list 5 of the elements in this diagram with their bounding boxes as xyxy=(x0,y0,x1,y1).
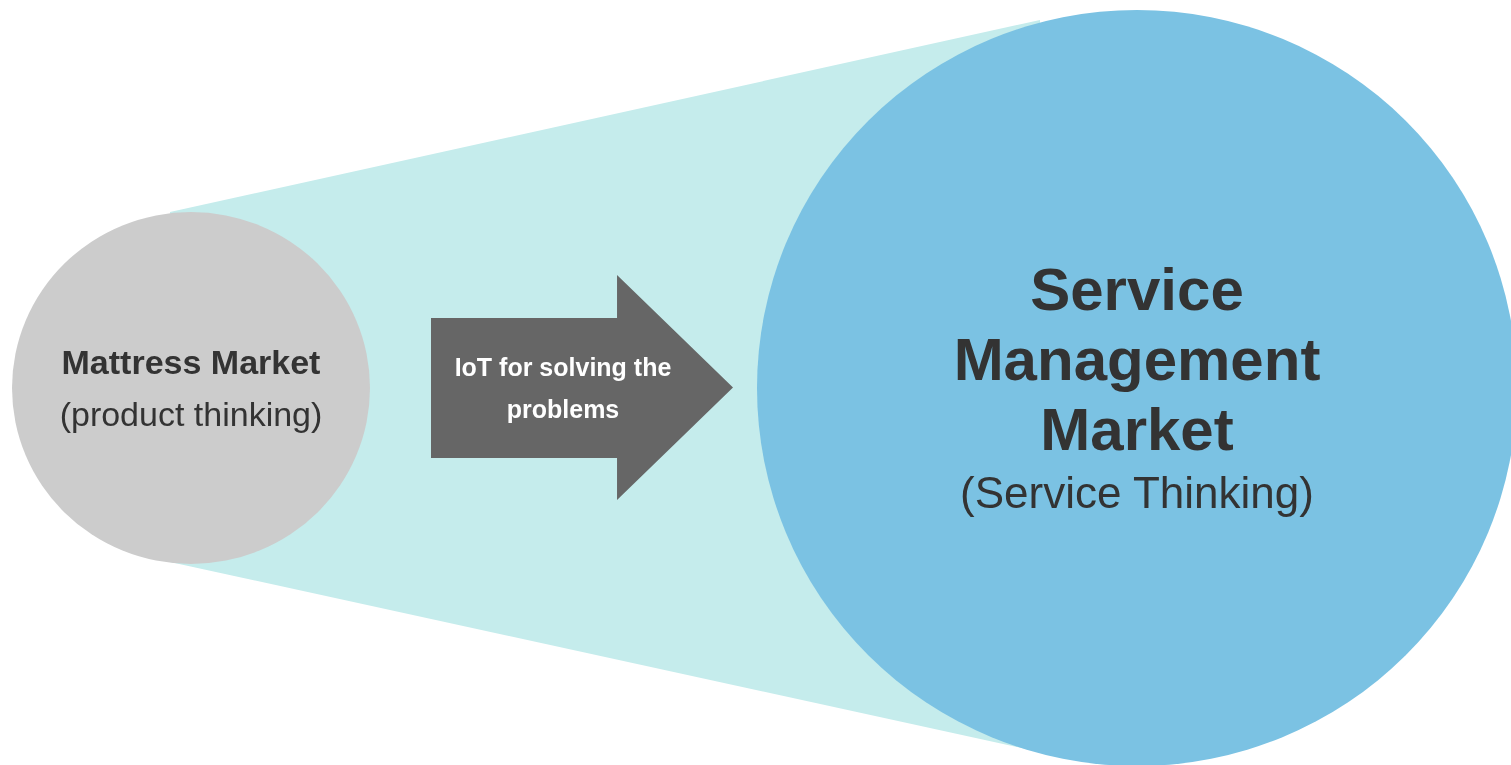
node-heading: IoT for solving the problems xyxy=(453,351,673,425)
node-subtitle: (Service Thinking) xyxy=(959,467,1315,519)
node-heading: Mattress Market xyxy=(60,342,322,383)
node-heading: Service Management Market xyxy=(952,255,1322,465)
node-subtitle: (product thinking) xyxy=(58,394,324,435)
